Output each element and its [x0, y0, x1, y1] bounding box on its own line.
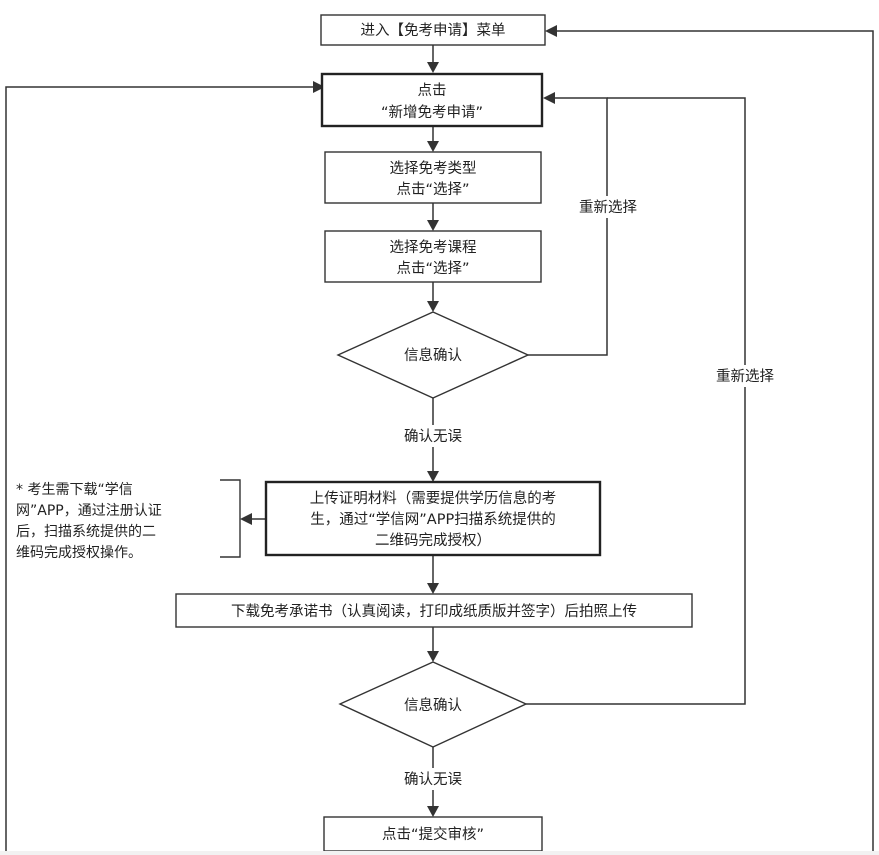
- node-click-new: 点击 “新增免考申请”: [320, 72, 544, 128]
- node-upload-proof-line-2: 生，通过“学信网”APP扫描系统提供的: [310, 511, 555, 528]
- note-bracket: [220, 479, 241, 558]
- node-enter-menu: 进入【免考申请】菜单: [320, 14, 546, 46]
- node-download-commitment: 下载免考承诺书（认真阅读，打印成纸质版并签字）后拍照上传: [175, 593, 693, 628]
- edge-return-to-menu: [556, 30, 874, 855]
- arrowhead: [240, 513, 252, 525]
- arrowhead: [543, 92, 555, 104]
- arrowhead: [427, 583, 439, 594]
- arrowhead: [427, 651, 439, 662]
- node-upload-proof: 上传证明材料（需要提供学历信息的考 生，通过“学信网”APP扫描系统提供的 二维…: [264, 480, 602, 557]
- edge-return-to-new: [5, 86, 314, 855]
- node-click-new-line-1: 点击: [418, 82, 447, 99]
- side-note: * 考生需下载“学信 网”APP，通过注册认证 后，扫描系统提供的二 维码完成授…: [16, 479, 241, 561]
- note-line-3: 后，扫描系统提供的二: [16, 524, 156, 540]
- node-confirm-2-text: 信息确认: [404, 697, 462, 714]
- label-reselect-1: 重新选择: [574, 196, 642, 218]
- arrowhead: [427, 62, 439, 73]
- arrowhead: [313, 81, 325, 93]
- bottom-edge: [0, 851, 879, 855]
- node-download-commitment-text: 下载免考承诺书（认真阅读，打印成纸质版并签字）后拍照上传: [231, 602, 637, 620]
- label-confirmed-2-text: 确认无误: [404, 771, 462, 788]
- node-click-new-line-2: “新增免考申请”: [381, 104, 483, 121]
- arrowhead: [427, 471, 439, 482]
- node-select-type: 选择免考类型 点击“选择”: [324, 151, 542, 204]
- note-line-1: * 考生需下载“学信: [16, 482, 133, 498]
- arrowhead: [427, 806, 439, 817]
- note-line-2: 网”APP，通过注册认证: [16, 503, 162, 519]
- node-select-course-line-1: 选择免考课程: [390, 239, 477, 256]
- label-confirmed-1-text: 确认无误: [404, 428, 462, 445]
- connectors: [5, 25, 874, 855]
- label-reselect-2-text: 重新选择: [716, 368, 774, 385]
- node-confirm-2: 信息确认: [338, 661, 528, 748]
- node-submit-review: 点击“提交审核”: [323, 816, 543, 852]
- arrowhead: [427, 220, 439, 231]
- label-reselect-2: 重新选择: [711, 365, 779, 387]
- node-submit-review-text: 点击“提交审核”: [382, 825, 484, 843]
- note-line-4: 维码完成授权操作。: [16, 545, 142, 561]
- arrowhead: [545, 25, 557, 37]
- node-confirm-1-text: 信息确认: [404, 347, 462, 364]
- arrowhead: [427, 141, 439, 152]
- node-select-type-line-2: 点击“选择”: [396, 181, 469, 198]
- node-select-course-line-2: 点击“选择”: [396, 260, 469, 277]
- edge-reselect-loop-1: [528, 97, 608, 356]
- node-select-type-line-1: 选择免考类型: [390, 160, 477, 177]
- label-reselect-1-text: 重新选择: [579, 199, 637, 216]
- node-select-course: 选择免考课程 点击“选择”: [324, 230, 542, 283]
- edge-reselect-loop-2: [526, 97, 746, 705]
- label-confirmed-1: 确认无误: [398, 425, 468, 447]
- node-confirm-1: 信息确认: [336, 311, 530, 399]
- node-upload-proof-line-1: 上传证明材料（需要提供学历信息的考: [310, 490, 557, 507]
- node-upload-proof-line-3: 二维码完成授权）: [375, 532, 491, 549]
- label-confirmed-2: 确认无误: [398, 768, 468, 790]
- arrowhead: [427, 301, 439, 312]
- node-enter-menu-text: 进入【免考申请】菜单: [361, 22, 506, 39]
